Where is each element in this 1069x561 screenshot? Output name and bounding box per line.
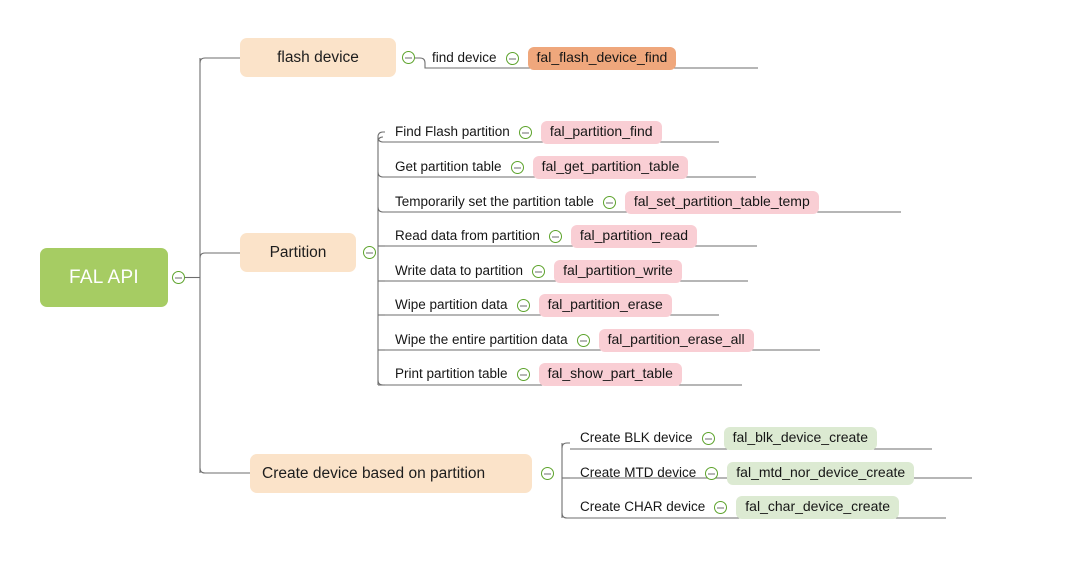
leaf-label-temporarily-set-partition-table: Temporarily set the partition table: [395, 193, 594, 209]
function-badge-fal-blk-device-create[interactable]: fal_blk_device_create: [723, 427, 877, 450]
branch-node-create-device[interactable]: Create device based on partition: [250, 454, 532, 493]
leaf-label-wipe-partition-data: Wipe partition data: [395, 296, 508, 312]
leaf-row-find-flash-partition[interactable]: Find Flash partition fal_partition_find: [395, 119, 662, 146]
collapse-minus-icon-partition[interactable]: [363, 246, 376, 259]
leaf-label-write-data-to-partition: Write data to partition: [395, 262, 524, 278]
collapse-minus-icon-wipe-partition-data[interactable]: [516, 299, 530, 312]
leaf-row-create-char-device[interactable]: Create CHAR device fal_char_device_creat…: [580, 494, 900, 521]
leaf-label-create-blk-device: Create BLK device: [580, 429, 693, 445]
collapse-minus-icon-print-partition-table[interactable]: [516, 368, 530, 381]
root-node-label: FAL API: [68, 266, 140, 288]
branch-node-partition[interactable]: Partition: [240, 233, 356, 272]
function-badge-fal-partition-erase-all[interactable]: fal_partition_erase_all: [598, 329, 754, 352]
leaf-row-write-data-to-partition[interactable]: Write data to partition fal_partition_wr…: [395, 258, 682, 285]
collapse-minus-icon-temporarily-set-partition-table[interactable]: [602, 196, 616, 209]
function-badge-fal-partition-write[interactable]: fal_partition_write: [554, 260, 682, 283]
collapse-minus-icon-create-char-device[interactable]: [714, 501, 728, 514]
leaf-label-create-char-device: Create CHAR device: [580, 498, 706, 514]
collapse-minus-icon-create-device[interactable]: [541, 467, 554, 480]
collapse-minus-icon-get-partition-table[interactable]: [510, 161, 524, 174]
collapse-minus-icon-create-mtd-device[interactable]: [705, 467, 719, 480]
function-badge-fal-set-partition-table-temp[interactable]: fal_set_partition_table_temp: [624, 191, 819, 214]
function-badge-fal-partition-find[interactable]: fal_partition_find: [540, 121, 662, 144]
branch-label-partition: Partition: [269, 243, 327, 261]
function-badge-fal-partition-read[interactable]: fal_partition_read: [570, 225, 698, 248]
collapse-minus-icon-read-data-from-partition[interactable]: [548, 230, 562, 243]
leaf-row-create-blk-device[interactable]: Create BLK device fal_blk_device_create: [580, 425, 877, 452]
leaf-label-get-partition-table: Get partition table: [395, 158, 502, 174]
collapse-minus-icon-root[interactable]: [172, 271, 185, 284]
function-badge-fal-mtd-nor-device-create[interactable]: fal_mtd_nor_device_create: [727, 462, 915, 485]
collapse-minus-icon-create-blk-device[interactable]: [701, 432, 715, 445]
leaf-label-read-data-from-partition: Read data from partition: [395, 227, 540, 243]
leaf-row-get-partition-table[interactable]: Get partition table fal_get_partition_ta…: [395, 154, 689, 181]
collapse-minus-icon-write-data-to-partition[interactable]: [532, 265, 546, 278]
function-badge-fal-partition-erase[interactable]: fal_partition_erase: [538, 294, 672, 317]
leaf-row-read-data-from-partition[interactable]: Read data from partition fal_partition_r…: [395, 223, 698, 250]
collapse-minus-icon-find-device[interactable]: [505, 52, 519, 65]
branch-label-flash-device: flash device: [277, 48, 359, 66]
leaf-label-find-flash-partition: Find Flash partition: [395, 123, 510, 139]
leaf-row-find-device[interactable]: find device fal_flash_device_find: [432, 45, 677, 72]
leaf-label-create-mtd-device: Create MTD device: [580, 464, 697, 480]
root-node[interactable]: FAL API: [40, 248, 168, 307]
branch-label-create-device: Create device based on partition: [262, 464, 486, 482]
function-badge-fal-show-part-table[interactable]: fal_show_part_table: [538, 363, 682, 386]
leaf-row-create-mtd-device[interactable]: Create MTD device fal_mtd_nor_device_cre…: [580, 460, 915, 487]
function-badge-fal-flash-device-find[interactable]: fal_flash_device_find: [527, 47, 677, 70]
function-badge-fal-char-device-create[interactable]: fal_char_device_create: [736, 496, 900, 519]
function-badge-fal-get-partition-table[interactable]: fal_get_partition_table: [532, 156, 689, 179]
leaf-row-wipe-entire-partition-data[interactable]: Wipe the entire partition data fal_parti…: [395, 327, 754, 354]
leaf-row-temporarily-set-partition-table[interactable]: Temporarily set the partition table fal_…: [395, 189, 819, 216]
leaf-label-wipe-entire-partition-data: Wipe the entire partition data: [395, 331, 568, 347]
leaf-row-wipe-partition-data[interactable]: Wipe partition data fal_partition_erase: [395, 292, 672, 319]
collapse-minus-icon-wipe-entire-partition-data[interactable]: [576, 334, 590, 347]
branch-node-flash-device[interactable]: flash device: [240, 38, 396, 77]
leaf-label-print-partition-table: Print partition table: [395, 365, 508, 381]
collapse-minus-icon-flash-device[interactable]: [402, 51, 415, 64]
leaf-label-find-device: find device: [432, 49, 497, 65]
collapse-minus-icon-find-flash-partition[interactable]: [518, 126, 532, 139]
leaf-row-print-partition-table[interactable]: Print partition table fal_show_part_tabl…: [395, 361, 682, 388]
